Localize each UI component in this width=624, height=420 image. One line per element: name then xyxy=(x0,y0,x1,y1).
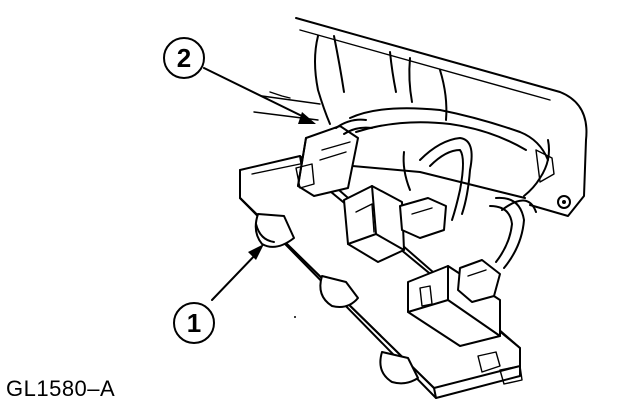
knob-middle xyxy=(319,275,359,308)
connector-bottom xyxy=(407,259,501,347)
wiring-harness xyxy=(314,35,555,269)
knob-right xyxy=(379,351,419,385)
callout-1: 1 xyxy=(173,244,264,344)
switch-knobs xyxy=(254,213,419,385)
speck xyxy=(294,316,296,318)
callout-2: 2 xyxy=(163,37,316,124)
connector-top xyxy=(295,118,373,197)
arrowhead-icon xyxy=(248,244,264,260)
callout-1-number: 1 xyxy=(187,308,201,338)
connector-middle xyxy=(343,185,447,263)
arrowhead-icon xyxy=(298,112,316,124)
figure-id-label: GL1580–A xyxy=(6,376,116,401)
callout-2-circle xyxy=(163,37,205,79)
callout-1-circle xyxy=(173,302,215,344)
callout-2-number: 2 xyxy=(177,43,191,73)
instrument-panel xyxy=(253,17,588,217)
